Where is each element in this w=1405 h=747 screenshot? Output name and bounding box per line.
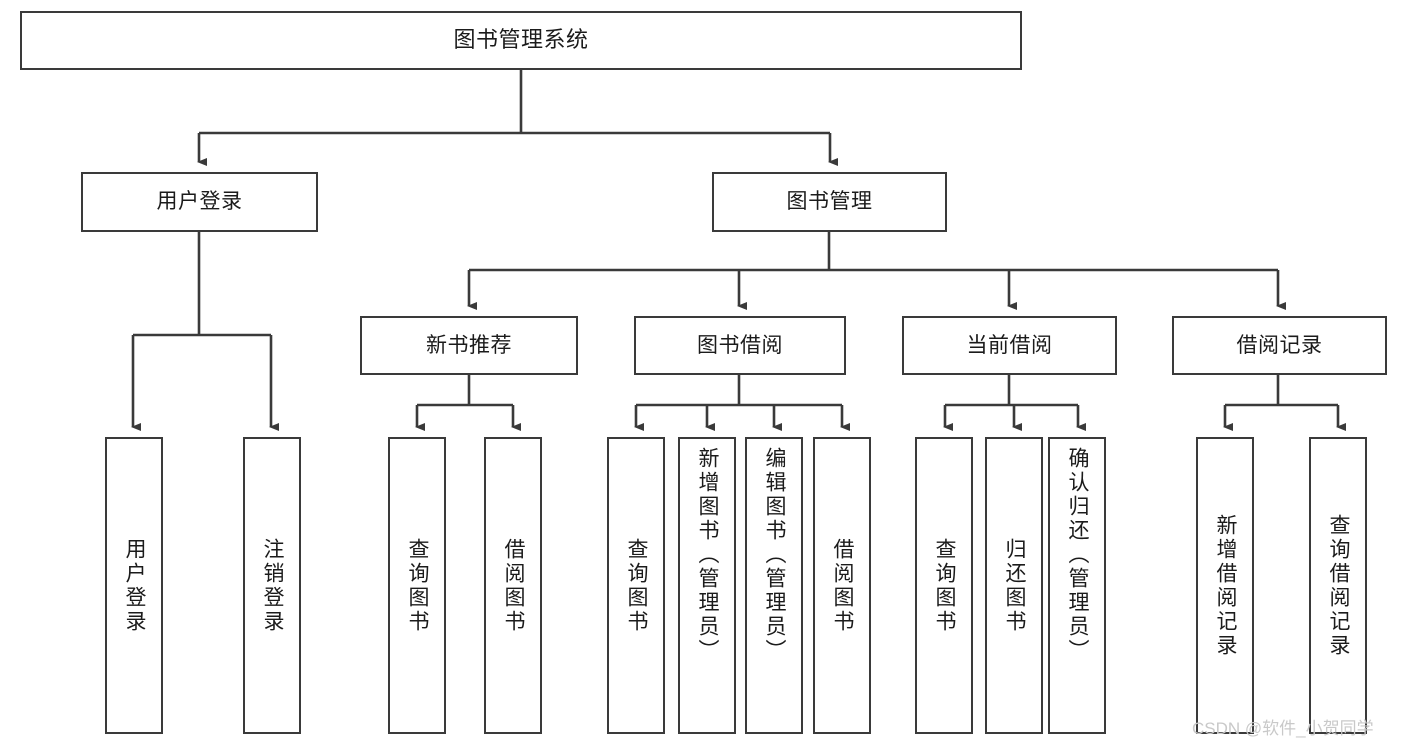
node-label: 用户登录 [156,190,243,214]
node-label: 查询图书 [625,537,649,634]
node-current-borrow[interactable]: 当前借阅 [902,316,1117,375]
leaf-logout-login[interactable]: 注销登录 [243,437,301,734]
node-label: 查询图书 [406,537,430,634]
node-label: 新书推荐 [426,333,512,357]
node-borrow-record[interactable]: 借阅记录 [1172,316,1387,375]
watermark: CSDN @软件_小贺同学 [1192,719,1374,738]
node-new-book-recommend[interactable]: 新书推荐 [360,316,578,375]
leaf-return-book[interactable]: 归还图书 [985,437,1043,734]
leaf-query-book-recommend[interactable]: 查询图书 [388,437,446,734]
node-label: 图书借阅 [697,333,783,357]
node-label: 查询借阅记录 [1327,513,1351,658]
node-label: 图书管理系统 [453,27,589,53]
node-book-borrow[interactable]: 图书借阅 [634,316,846,375]
node-book-manage[interactable]: 图书管理 [712,172,947,232]
leaf-user-login[interactable]: 用户登录 [105,437,163,734]
node-label: 图书管理 [786,190,873,214]
node-label: 归还图书 [1003,537,1027,634]
leaf-query-book-borrow[interactable]: 查询图书 [607,437,665,734]
node-label: 借阅记录 [1236,333,1323,357]
node-label: 用户登录 [123,537,147,634]
node-user-login[interactable]: 用户登录 [81,172,318,232]
leaf-query-borrow-record[interactable]: 查询借阅记录 [1309,437,1367,734]
leaf-add-borrow-record[interactable]: 新增借阅记录 [1196,437,1254,734]
node-label: 注销登录 [261,537,285,634]
leaf-edit-book-admin[interactable]: 编辑图书（管理员） [745,437,803,734]
leaf-add-book-admin[interactable]: 新增图书（管理员） [678,437,736,734]
node-label: 编辑图书（管理员） [763,447,787,663]
leaf-query-book-current[interactable]: 查询图书 [915,437,973,734]
node-label: 确认归还（管理员） [1066,447,1090,663]
node-label: 当前借阅 [966,333,1053,357]
leaf-confirm-return-admin[interactable]: 确认归还（管理员） [1048,437,1106,734]
node-label: 借阅图书 [502,537,526,634]
leaf-borrow-book-recommend[interactable]: 借阅图书 [484,437,542,734]
node-root-system[interactable]: 图书管理系统 [20,11,1022,70]
node-label: 新增借阅记录 [1214,513,1238,658]
leaf-borrow-book-borrow[interactable]: 借阅图书 [813,437,871,734]
node-label: 新增图书（管理员） [696,447,720,663]
node-label: 借阅图书 [831,537,855,634]
node-label: 查询图书 [933,537,957,634]
